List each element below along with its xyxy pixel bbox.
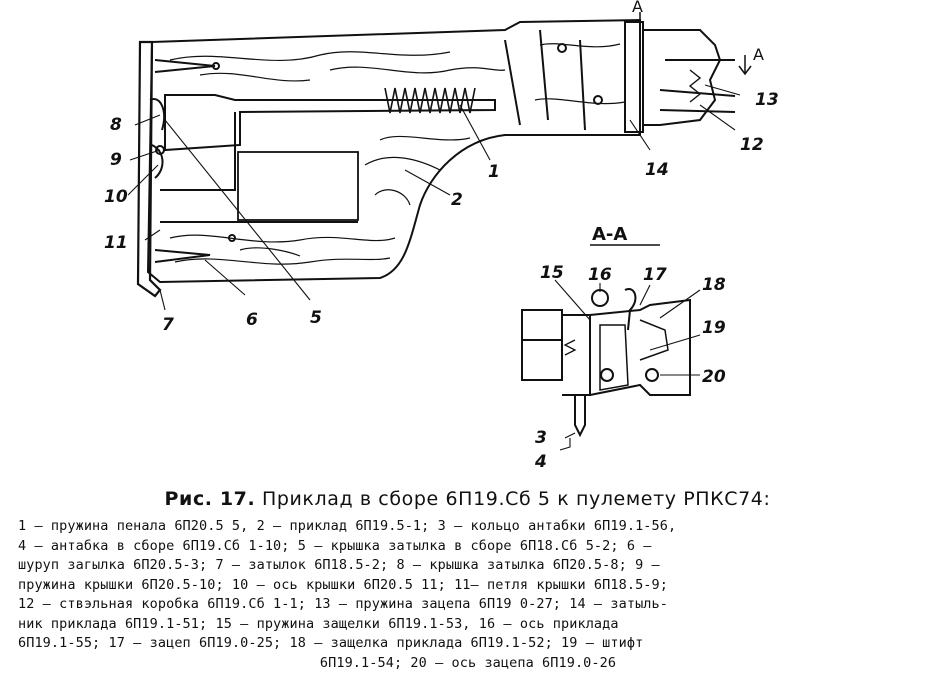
callout-3: 3 bbox=[535, 428, 547, 448]
callout-7: 7 bbox=[162, 315, 174, 335]
callout-17: 17 bbox=[643, 265, 667, 285]
callout-2: 2 bbox=[451, 190, 463, 210]
callout-14: 14 bbox=[645, 160, 669, 180]
section-marker-top: A bbox=[632, 0, 643, 16]
figure-title: Приклад в сборе 6П19.Сб 5 к пулемету РПК… bbox=[261, 488, 771, 510]
legend-line: шуруп загылка 6П20.5-3; 7 — затылок 6П18… bbox=[18, 557, 660, 573]
legend-line: 1 — пружина пенала 6П20.5 5, 2 — приклад… bbox=[18, 518, 677, 534]
callout-10: 10 bbox=[104, 187, 128, 207]
wood-grain bbox=[169, 43, 626, 265]
section-a-a bbox=[521, 244, 701, 451]
figure-number: Рис. 17. bbox=[164, 488, 256, 510]
callout-9: 9 bbox=[110, 150, 122, 170]
section-title: А-А bbox=[592, 224, 627, 245]
callout-12: 12 bbox=[740, 135, 764, 155]
legend-line: ник приклада 6П19.1-51; 15 — пружина защ… bbox=[18, 615, 619, 632]
callout-16: 16 bbox=[588, 265, 612, 285]
figure-caption: Рис. 17. Приклад в сборе 6П19.Сб 5 к пул… bbox=[0, 488, 935, 510]
callout-13: 13 bbox=[755, 90, 779, 110]
spring-1 bbox=[384, 87, 476, 114]
cavity bbox=[164, 94, 496, 152]
callout-20: 20 bbox=[702, 367, 726, 387]
legend-line: пружина крышки 6П20.5-10; 10 — ось крышк… bbox=[18, 576, 668, 593]
legend-line: 12 — ствэльная коробка 6П19.Сб 1-1; 13 —… bbox=[18, 596, 668, 612]
callout-6: 6 bbox=[246, 310, 258, 330]
stock-outline bbox=[146, 18, 641, 284]
callout-4: 4 bbox=[534, 452, 547, 472]
parts-legend: 1 — пружина пенала 6П20.5 5, 2 — приклад… bbox=[18, 517, 918, 673]
callout-5: 5 bbox=[310, 308, 322, 328]
callout-1: 1 bbox=[488, 162, 500, 182]
legend-line: 6П19.1-55; 17 — зацеп 6П19.0-25; 18 — за… bbox=[18, 635, 644, 651]
legend-line: 6П19.1-54; 20 — ось зацепа 6П19.0-26 bbox=[319, 654, 617, 671]
callout-11: 11 bbox=[104, 233, 128, 253]
callout-18: 18 bbox=[702, 275, 726, 295]
callout-19: 19 bbox=[702, 318, 726, 338]
callout-15: 15 bbox=[540, 263, 564, 283]
stock-assembly-drawing: 1 2 3 4 5 6 7 8 9 10 11 12 13 14 15 16 1… bbox=[104, 0, 779, 472]
legend-line: 4 — антабка в сборе 6П19.Сб 1-10; 5 — кр… bbox=[18, 537, 652, 554]
section-marker-right: A bbox=[753, 45, 764, 64]
callout-8: 8 bbox=[110, 115, 122, 135]
